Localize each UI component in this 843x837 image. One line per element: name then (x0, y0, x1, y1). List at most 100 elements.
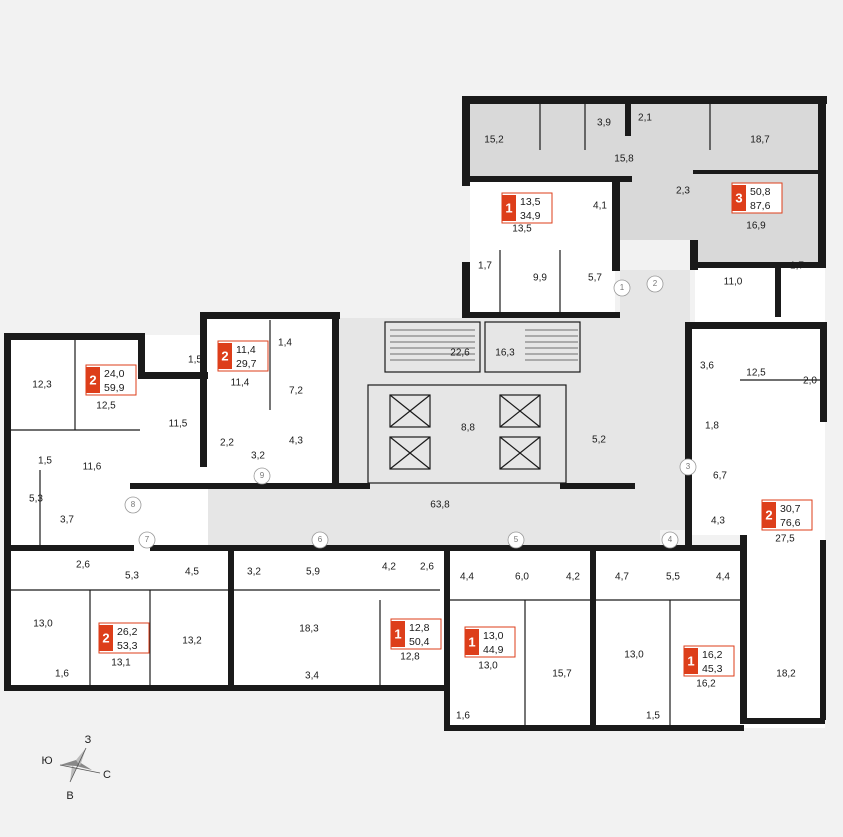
room-area: 5,3 (125, 571, 139, 582)
svg-text:2: 2 (89, 372, 96, 387)
room-area: 5,9 (306, 567, 320, 578)
svg-text:53,3: 53,3 (117, 640, 138, 652)
apartment-badge[interactable]: 1 13,5 34,9 (501, 192, 553, 224)
apartment-badge[interactable]: 2 30,7 76,6 (761, 499, 813, 531)
svg-text:1: 1 (394, 626, 401, 641)
room-area: 4,3 (711, 516, 725, 527)
room-area: 2,0 (803, 376, 817, 387)
room-labels: 15,2 3,9 2,1 18,7 15,8 2,3 16,9 4,1 13,5… (29, 113, 817, 722)
svg-text:29,7: 29,7 (236, 358, 257, 370)
apartment-badge[interactable]: 3 50,8 87,6 (731, 182, 783, 214)
room-area: 16,3 (495, 348, 515, 359)
entrance-marker: 8 (131, 500, 136, 509)
room-area: 1,5 (38, 456, 52, 467)
svg-text:2: 2 (221, 348, 228, 363)
stairwell-right (484, 321, 581, 373)
room-area: 7,2 (289, 386, 303, 397)
svg-text:12,8: 12,8 (409, 622, 430, 634)
interior-partitions (10, 104, 820, 728)
svg-text:1: 1 (687, 653, 694, 668)
svg-text:59,9: 59,9 (104, 382, 125, 394)
room-area: 3,9 (597, 118, 611, 129)
room-area: 4,4 (460, 572, 474, 583)
svg-text:1: 1 (505, 200, 512, 215)
room-area: 16,9 (746, 221, 766, 232)
room-area: 6,7 (713, 471, 727, 482)
entrance-marker: 7 (145, 535, 150, 544)
room-area: 18,3 (299, 624, 319, 635)
apartment-badge[interactable]: 1 13,0 44,9 (464, 626, 516, 658)
room-area: 63,8 (430, 500, 450, 511)
stairwell-left (384, 321, 481, 373)
room-area: 15,7 (552, 669, 572, 680)
svg-text:2: 2 (102, 630, 109, 645)
room-area: 3,2 (247, 567, 261, 578)
room-area: 12,8 (400, 652, 420, 663)
compass: З Ю С В (41, 734, 111, 802)
elevator-block (367, 384, 567, 484)
room-area: 1,5 (188, 355, 202, 366)
room-area: 12,3 (32, 380, 52, 391)
svg-text:2: 2 (765, 507, 772, 522)
common-corridor (130, 270, 690, 548)
room-area: 11,4 (231, 378, 250, 389)
room-area: 16,2 (696, 679, 716, 690)
room-area: 5,2 (592, 435, 606, 446)
svg-text:13,5: 13,5 (520, 196, 541, 208)
room-area: 12,5 (96, 401, 116, 412)
room-area: 4,7 (615, 572, 629, 583)
entrance-marker: 6 (318, 535, 323, 544)
svg-text:44,9: 44,9 (483, 644, 504, 656)
entrance-marker: 4 (668, 535, 673, 544)
apartment-badge[interactable]: 2 11,4 29,7 (217, 340, 269, 372)
svg-text:13,0: 13,0 (483, 630, 504, 642)
entrance-marker: 1 (620, 283, 625, 292)
compass-south-label: В (66, 790, 73, 802)
room-area: 22,6 (450, 348, 470, 359)
room-area: 15,2 (484, 135, 504, 146)
room-area: 13,0 (624, 650, 644, 661)
room-area: 8,8 (461, 423, 475, 434)
room-area: 5,5 (666, 572, 680, 583)
room-area: 2,6 (76, 560, 90, 571)
svg-text:1: 1 (468, 634, 475, 649)
exterior-walls (4, 96, 827, 731)
room-area: 13,5 (512, 224, 532, 235)
room-area: 3,2 (251, 451, 265, 462)
entrance-marker: 3 (686, 462, 691, 471)
room-area: 2,6 (420, 562, 434, 573)
room-area: 1,4 (278, 338, 292, 349)
apartment-badge[interactable]: 2 24,0 59,9 (85, 364, 137, 396)
room-area: 1,8 (705, 421, 719, 432)
svg-text:3: 3 (735, 190, 742, 205)
room-area: 3,7 (60, 515, 74, 526)
room-area: 13,0 (33, 619, 53, 630)
room-area: 1,6 (456, 711, 470, 722)
entrance-marker: 2 (653, 279, 658, 288)
room-area: 2,2 (220, 438, 234, 449)
apartment-badge[interactable]: 1 16,2 45,3 (683, 645, 735, 677)
room-area: 3,4 (305, 671, 319, 682)
room-area: 13,0 (478, 661, 498, 672)
room-area: 4,1 (593, 201, 607, 212)
room-area: 4,3 (289, 436, 303, 447)
room-area: 3,6 (700, 361, 714, 372)
room-area: 27,5 (775, 534, 795, 545)
apartment-badge[interactable]: 2 26,2 53,3 (98, 622, 150, 654)
room-area: 1,7 (790, 261, 804, 272)
svg-text:11,4: 11,4 (236, 344, 256, 356)
room-area: 18,7 (750, 135, 770, 146)
room-area: 18,2 (776, 669, 796, 680)
room-area: 12,5 (746, 368, 766, 379)
room-area: 11,6 (83, 462, 102, 473)
svg-text:34,9: 34,9 (520, 210, 541, 222)
apartment-badges[interactable]: 3 50,8 87,6 1 13,5 34,9 2 24,0 59,9 2 11… (85, 182, 813, 677)
room-area: 4,5 (185, 567, 199, 578)
room-area: 2,3 (676, 186, 690, 197)
room-area: 11,0 (724, 277, 743, 288)
entrance-marker: 9 (260, 471, 265, 480)
compass-east-label: С (103, 769, 111, 781)
apartment-badge[interactable]: 1 12,8 50,4 (390, 618, 442, 650)
room-area: 6,0 (515, 572, 529, 583)
